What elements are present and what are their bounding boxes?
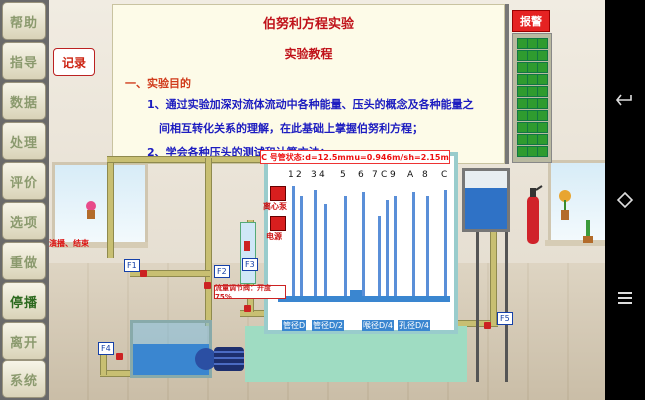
alarm-button[interactable]: 报警 <box>512 10 550 32</box>
tube-number: 8 <box>422 170 428 180</box>
status-label: C 号管状态: <box>261 152 305 162</box>
sidebar-item-evaluate[interactable]: 评价 <box>2 162 46 200</box>
pipe <box>100 370 130 377</box>
left-window <box>52 162 148 248</box>
status-velocity: u=0.946m/s <box>354 152 409 162</box>
valve-tag-f2: F2 <box>214 265 230 278</box>
pipe-section-label: 孔径D/4 <box>398 320 430 331</box>
play-end-label[interactable]: 演播、结束 <box>49 239 89 248</box>
home-icon[interactable] <box>611 190 639 214</box>
sidebar-item-data[interactable]: 数据 <box>2 82 46 120</box>
pipe <box>100 345 107 375</box>
indicator-panel <box>512 33 552 163</box>
pipe <box>107 156 267 163</box>
flowmeter <box>240 222 256 284</box>
upper-tank <box>462 168 510 232</box>
sidebar-item-redo[interactable]: 重做 <box>2 242 46 280</box>
pipe-section-label: 管径D <box>282 320 307 331</box>
valve-tag-f3: F3 <box>242 258 258 271</box>
tube-number: 3 <box>311 170 317 180</box>
record-button[interactable]: 记录 <box>53 48 95 76</box>
plant-right-icon <box>556 188 574 222</box>
pipe-section-label: 管径D/2 <box>312 320 344 331</box>
tutorial-document: 伯努利方程实验 实验教程 一、实验目的 1、通过实验加深对流体流动中各种能量、压… <box>112 4 505 164</box>
purpose-line-1: 1、通过实验加深对流体流动中各种能量、压头的概念及各种能量之 <box>147 98 474 111</box>
valve-f2[interactable] <box>204 282 211 289</box>
valve-tag-f5: F5 <box>497 312 513 325</box>
tube-number: 7 <box>372 170 378 180</box>
tube-number: A <box>407 170 414 180</box>
tank-stand <box>476 232 479 382</box>
pipe <box>240 310 270 317</box>
sidebar-item-help[interactable]: 帮助 <box>2 2 46 40</box>
tube-number: 2 <box>296 170 302 180</box>
tube-number: 9 <box>390 170 396 180</box>
tube-status-readout: C 号管状态: d=12.5mm u=0.946m/s h=2.15m <box>260 150 450 164</box>
sidebar-item-guide[interactable]: 指导 <box>2 42 46 80</box>
flow-valve-readout: 流量调节阀：开度75% <box>214 284 286 301</box>
base-platform <box>245 326 467 382</box>
document-scrollbar[interactable] <box>505 4 509 164</box>
purpose-line-2: 间相互转化关系的理解，在此基础上掌握伯努利方程； <box>159 122 423 135</box>
right-windowsill <box>545 240 605 246</box>
status-diameter: d=12.5mm <box>305 152 355 162</box>
menu-icon[interactable] <box>611 290 639 310</box>
tube-number: 5 <box>340 170 346 180</box>
pump-label: 离心泵 <box>263 202 287 211</box>
manometer-board <box>264 152 458 334</box>
sidebar-item-stop-play[interactable]: 停播 <box>2 282 46 320</box>
tube-number: C <box>381 170 388 180</box>
power-label: 电源 <box>266 232 282 241</box>
valve-f3[interactable] <box>244 305 251 312</box>
left-windowsill <box>52 242 148 248</box>
tube-number: 1 <box>288 170 294 180</box>
tube-number: C <box>441 170 448 180</box>
pipe <box>107 158 114 258</box>
valve-f1[interactable] <box>140 270 147 277</box>
sidebar-item-exit[interactable]: 离开 <box>2 322 46 360</box>
pump-motor-icon <box>194 342 246 376</box>
pipe <box>490 230 497 325</box>
cactus-icon <box>580 218 596 244</box>
pipe-section-label: 喉径D/4 <box>362 320 394 331</box>
tube-number: 6 <box>358 170 364 180</box>
power-switch-button[interactable] <box>270 216 286 231</box>
tank-stand <box>505 232 508 382</box>
section-heading: 一、实验目的 <box>125 77 191 90</box>
document-title: 伯努利方程实验 <box>262 17 354 32</box>
plant-left-icon <box>84 200 98 220</box>
pipe <box>130 270 210 277</box>
sidebar-item-system[interactable]: 系统 <box>2 360 46 398</box>
status-head: h=2.15m <box>408 152 449 162</box>
system-navigation-bar <box>605 0 645 400</box>
tube-number: 4 <box>319 170 325 180</box>
pump-switch-button[interactable] <box>270 186 286 201</box>
valve-tag-f4: F4 <box>98 342 114 355</box>
fire-extinguisher-icon <box>522 184 544 246</box>
water-tank <box>130 320 212 378</box>
document-subtitle: 实验教程 <box>284 47 333 61</box>
sidebar-item-process[interactable]: 处理 <box>2 122 46 160</box>
back-icon[interactable] <box>611 92 639 112</box>
pipe <box>205 158 212 326</box>
valve-tag-f1: F1 <box>124 259 140 272</box>
valve-f5[interactable] <box>484 322 491 329</box>
valve-f4[interactable] <box>116 353 123 360</box>
sidebar-item-options[interactable]: 选项 <box>2 202 46 240</box>
